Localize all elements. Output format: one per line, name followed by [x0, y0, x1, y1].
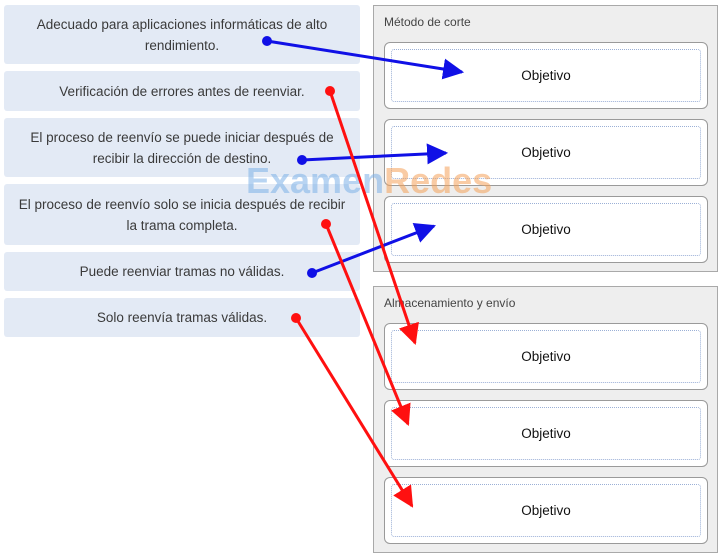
- drop-target-label: Objetivo: [391, 49, 701, 102]
- source-item-label: Solo reenvía tramas válidas.: [96, 310, 268, 325]
- source-item-label: Verificación de errores antes de reenvia…: [59, 83, 305, 99]
- source-item[interactable]: El proceso de reenvío solo se inicia des…: [4, 184, 360, 245]
- panel-title: Almacenamiento y envío: [384, 296, 516, 310]
- drop-target-label: Objetivo: [391, 484, 701, 537]
- source-item-label: El proceso de reenvío se puede iniciar d…: [30, 129, 334, 166]
- drop-target-label: Objetivo: [391, 407, 701, 460]
- drop-target[interactable]: Objetivo: [384, 119, 708, 186]
- panel-almacenamiento-y-envio: Almacenamiento y envío Objetivo Objetivo…: [373, 286, 718, 553]
- source-item[interactable]: El proceso de reenvío se puede iniciar d…: [4, 118, 360, 177]
- source-item[interactable]: Puede reenviar tramas no válidas.: [4, 252, 360, 291]
- source-item-label: El proceso de reenvío solo se inicia des…: [18, 196, 346, 233]
- panel-title: Método de corte: [384, 15, 471, 29]
- drop-target-label: Objetivo: [391, 203, 701, 256]
- source-item[interactable]: Adecuado para aplicaciones informáticas …: [4, 5, 360, 64]
- drop-target[interactable]: Objetivo: [384, 477, 708, 544]
- drop-target-label: Objetivo: [391, 126, 701, 179]
- drop-target-label: Objetivo: [391, 330, 701, 383]
- drop-target[interactable]: Objetivo: [384, 42, 708, 109]
- drop-target[interactable]: Objetivo: [384, 400, 708, 467]
- source-item[interactable]: Solo reenvía tramas válidas.: [4, 298, 360, 337]
- panel-metodo-de-corte: Método de corte Objetivo Objetivo Objeti…: [373, 5, 718, 272]
- drop-target[interactable]: Objetivo: [384, 196, 708, 263]
- drop-target[interactable]: Objetivo: [384, 323, 708, 390]
- source-item-label: Puede reenviar tramas no válidas.: [79, 264, 285, 279]
- source-item[interactable]: Verificación de errores antes de reenvia…: [4, 71, 360, 111]
- source-item-label: Adecuado para aplicaciones informáticas …: [36, 16, 328, 53]
